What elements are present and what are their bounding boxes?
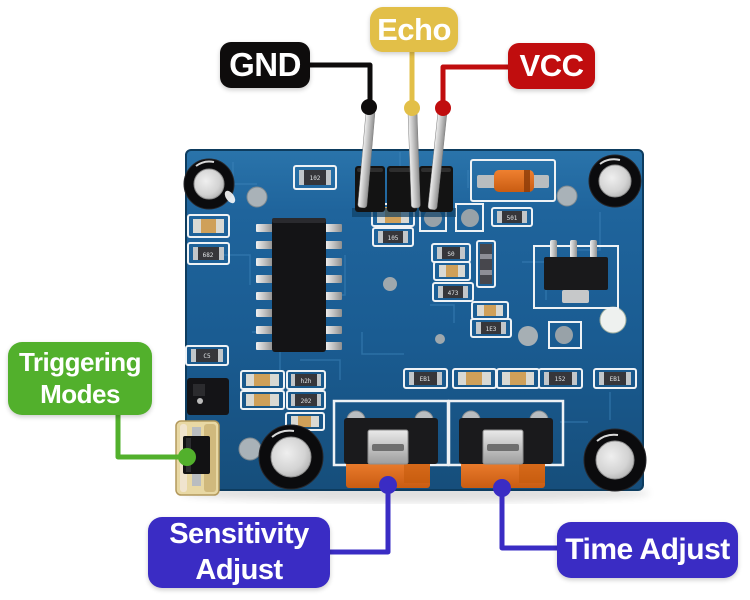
triggering-modes-line2: Modes — [40, 378, 120, 409]
capacitor-bottom-right — [583, 428, 647, 492]
smd-code: 1E3 — [486, 326, 497, 333]
vcc-label-text: VCC — [519, 48, 584, 84]
smd-code: C5 — [203, 353, 211, 360]
vcc-label: VCC — [508, 43, 595, 89]
time-marker — [493, 479, 511, 497]
trigger-jumper — [175, 420, 220, 496]
echo-label-text: Echo — [377, 11, 451, 47]
time-adjust-text: Time Adjust — [565, 532, 730, 566]
sensitivity-marker — [379, 476, 397, 494]
sensitivity-adjust-line2: Adjust — [195, 553, 283, 586]
electrolytic-capacitors — [183, 154, 647, 492]
capacitor-bottom-left — [258, 424, 324, 490]
time-potentiometer — [447, 399, 565, 488]
jumper-header-base — [187, 378, 229, 415]
diode — [470, 159, 556, 202]
smd-resistor: 102 682 105 501 S0 473 1E3 C5 EB1 152 EB… — [191, 170, 631, 427]
smd-code: 501 — [507, 215, 518, 222]
callout-markers — [178, 99, 511, 497]
voltage-regulator — [533, 240, 619, 309]
trigger-marker — [178, 448, 196, 466]
mounting-holes — [238, 185, 627, 461]
time-wire — [499, 492, 557, 551]
smd-code: 202 — [301, 398, 312, 405]
sensitivity-adjust-label: Sensitivity Adjust — [148, 517, 330, 588]
echo-label: Echo — [370, 7, 458, 52]
smd-code: EB1 — [610, 376, 621, 383]
capacitor-top-left — [183, 158, 236, 210]
callout-wires — [115, 50, 557, 555]
smd-code: 152 — [555, 376, 566, 383]
smd-code: 105 — [388, 235, 399, 242]
smd-code: h2h — [301, 378, 312, 385]
smd-code: 473 — [448, 290, 459, 297]
gnd-label-text: GND — [229, 45, 301, 83]
triggering-modes-line1: Triggering — [18, 346, 142, 377]
vcc-wire — [440, 64, 508, 104]
smd-code: 102 — [310, 175, 321, 182]
gnd-wire — [310, 62, 373, 102]
capacitor-top-right — [588, 154, 642, 208]
smd-code: 682 — [203, 252, 214, 259]
sensitivity-potentiometer — [332, 399, 450, 488]
echo-pin-marker — [404, 100, 420, 116]
sensitivity-wire — [330, 490, 391, 555]
time-adjust-label: Time Adjust — [557, 522, 738, 578]
vcc-pin-marker — [435, 100, 451, 116]
smd-code: EB1 — [420, 376, 431, 383]
trigger-wire — [115, 414, 180, 460]
ic-chip — [256, 218, 342, 352]
gnd-pin-marker — [361, 99, 377, 115]
triggering-modes-label: Triggering Modes — [8, 342, 152, 415]
sensitivity-adjust-line1: Sensitivity — [169, 518, 309, 551]
smd-code: S0 — [447, 251, 455, 258]
gnd-label: GND — [220, 42, 310, 88]
